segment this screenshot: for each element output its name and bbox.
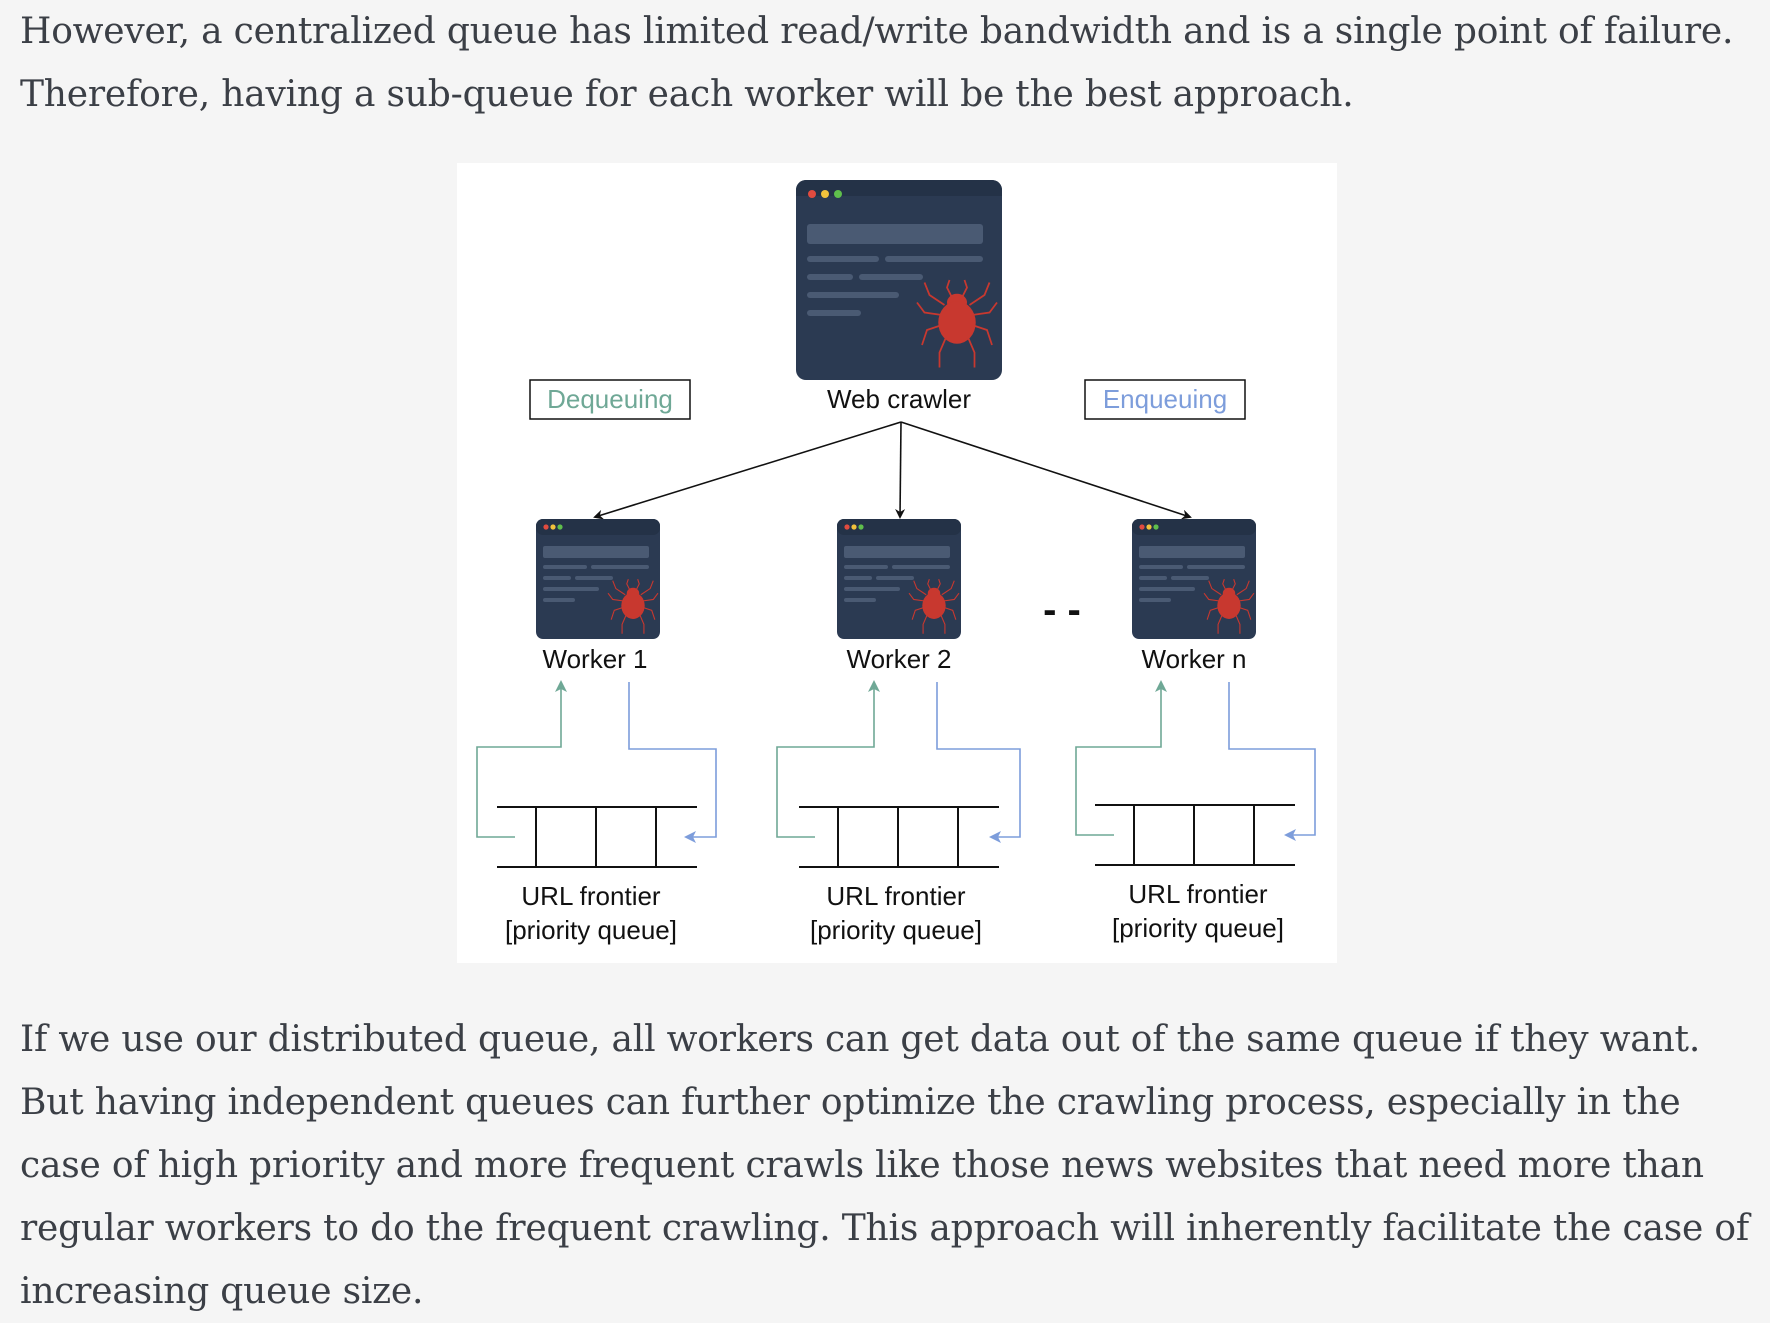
worker-n-label: Worker n bbox=[1142, 644, 1247, 674]
queue-structure bbox=[497, 806, 697, 868]
enqueuing-label: Enqueuing bbox=[1103, 384, 1227, 414]
queue-2: URL frontier [priority queue] bbox=[776, 680, 1021, 945]
dequeue-arrow bbox=[776, 680, 880, 838]
queue-n: URL frontier [priority queue] bbox=[1075, 680, 1316, 943]
queue-2-label-line2: [priority queue] bbox=[810, 915, 982, 945]
worker-1-icon bbox=[536, 519, 660, 639]
queue-1-label-line1: URL frontier bbox=[521, 881, 661, 911]
enqueue-arrow bbox=[1228, 682, 1316, 841]
intro-paragraph: However, a centralized queue has limited… bbox=[20, 11, 1734, 115]
enqueuing-legend: Enqueuing bbox=[1084, 379, 1246, 420]
worker-2-label: Worker 2 bbox=[847, 644, 952, 674]
queue-n-label-line1: URL frontier bbox=[1128, 879, 1268, 909]
worker-1-label: Worker 1 bbox=[543, 644, 648, 674]
worker-2-icon bbox=[837, 519, 961, 639]
worker-ellipsis: - - bbox=[1043, 588, 1081, 632]
queue-n-label-line2: [priority queue] bbox=[1112, 913, 1284, 943]
web-crawler-diagram: Web crawler Dequeuing Enqueuing bbox=[457, 163, 1337, 963]
dequeue-arrow bbox=[1075, 680, 1167, 836]
queue-2-label-line1: URL frontier bbox=[826, 881, 966, 911]
worker-n-icon bbox=[1132, 519, 1256, 639]
dequeue-arrow bbox=[476, 680, 567, 838]
distribution-arrows bbox=[593, 421, 1192, 520]
web-crawler-icon bbox=[796, 180, 1002, 380]
web-crawler-label: Web crawler bbox=[827, 384, 971, 414]
enqueue-arrow bbox=[936, 682, 1021, 843]
dequeuing-label: Dequeuing bbox=[547, 384, 673, 414]
queue-1-label-line2: [priority queue] bbox=[505, 915, 677, 945]
queue-structure bbox=[1095, 804, 1295, 866]
queue-structure bbox=[799, 806, 999, 868]
queue-1: URL frontier [priority queue] bbox=[476, 680, 717, 945]
dequeuing-legend: Dequeuing bbox=[529, 379, 691, 420]
enqueue-arrow bbox=[628, 682, 717, 843]
